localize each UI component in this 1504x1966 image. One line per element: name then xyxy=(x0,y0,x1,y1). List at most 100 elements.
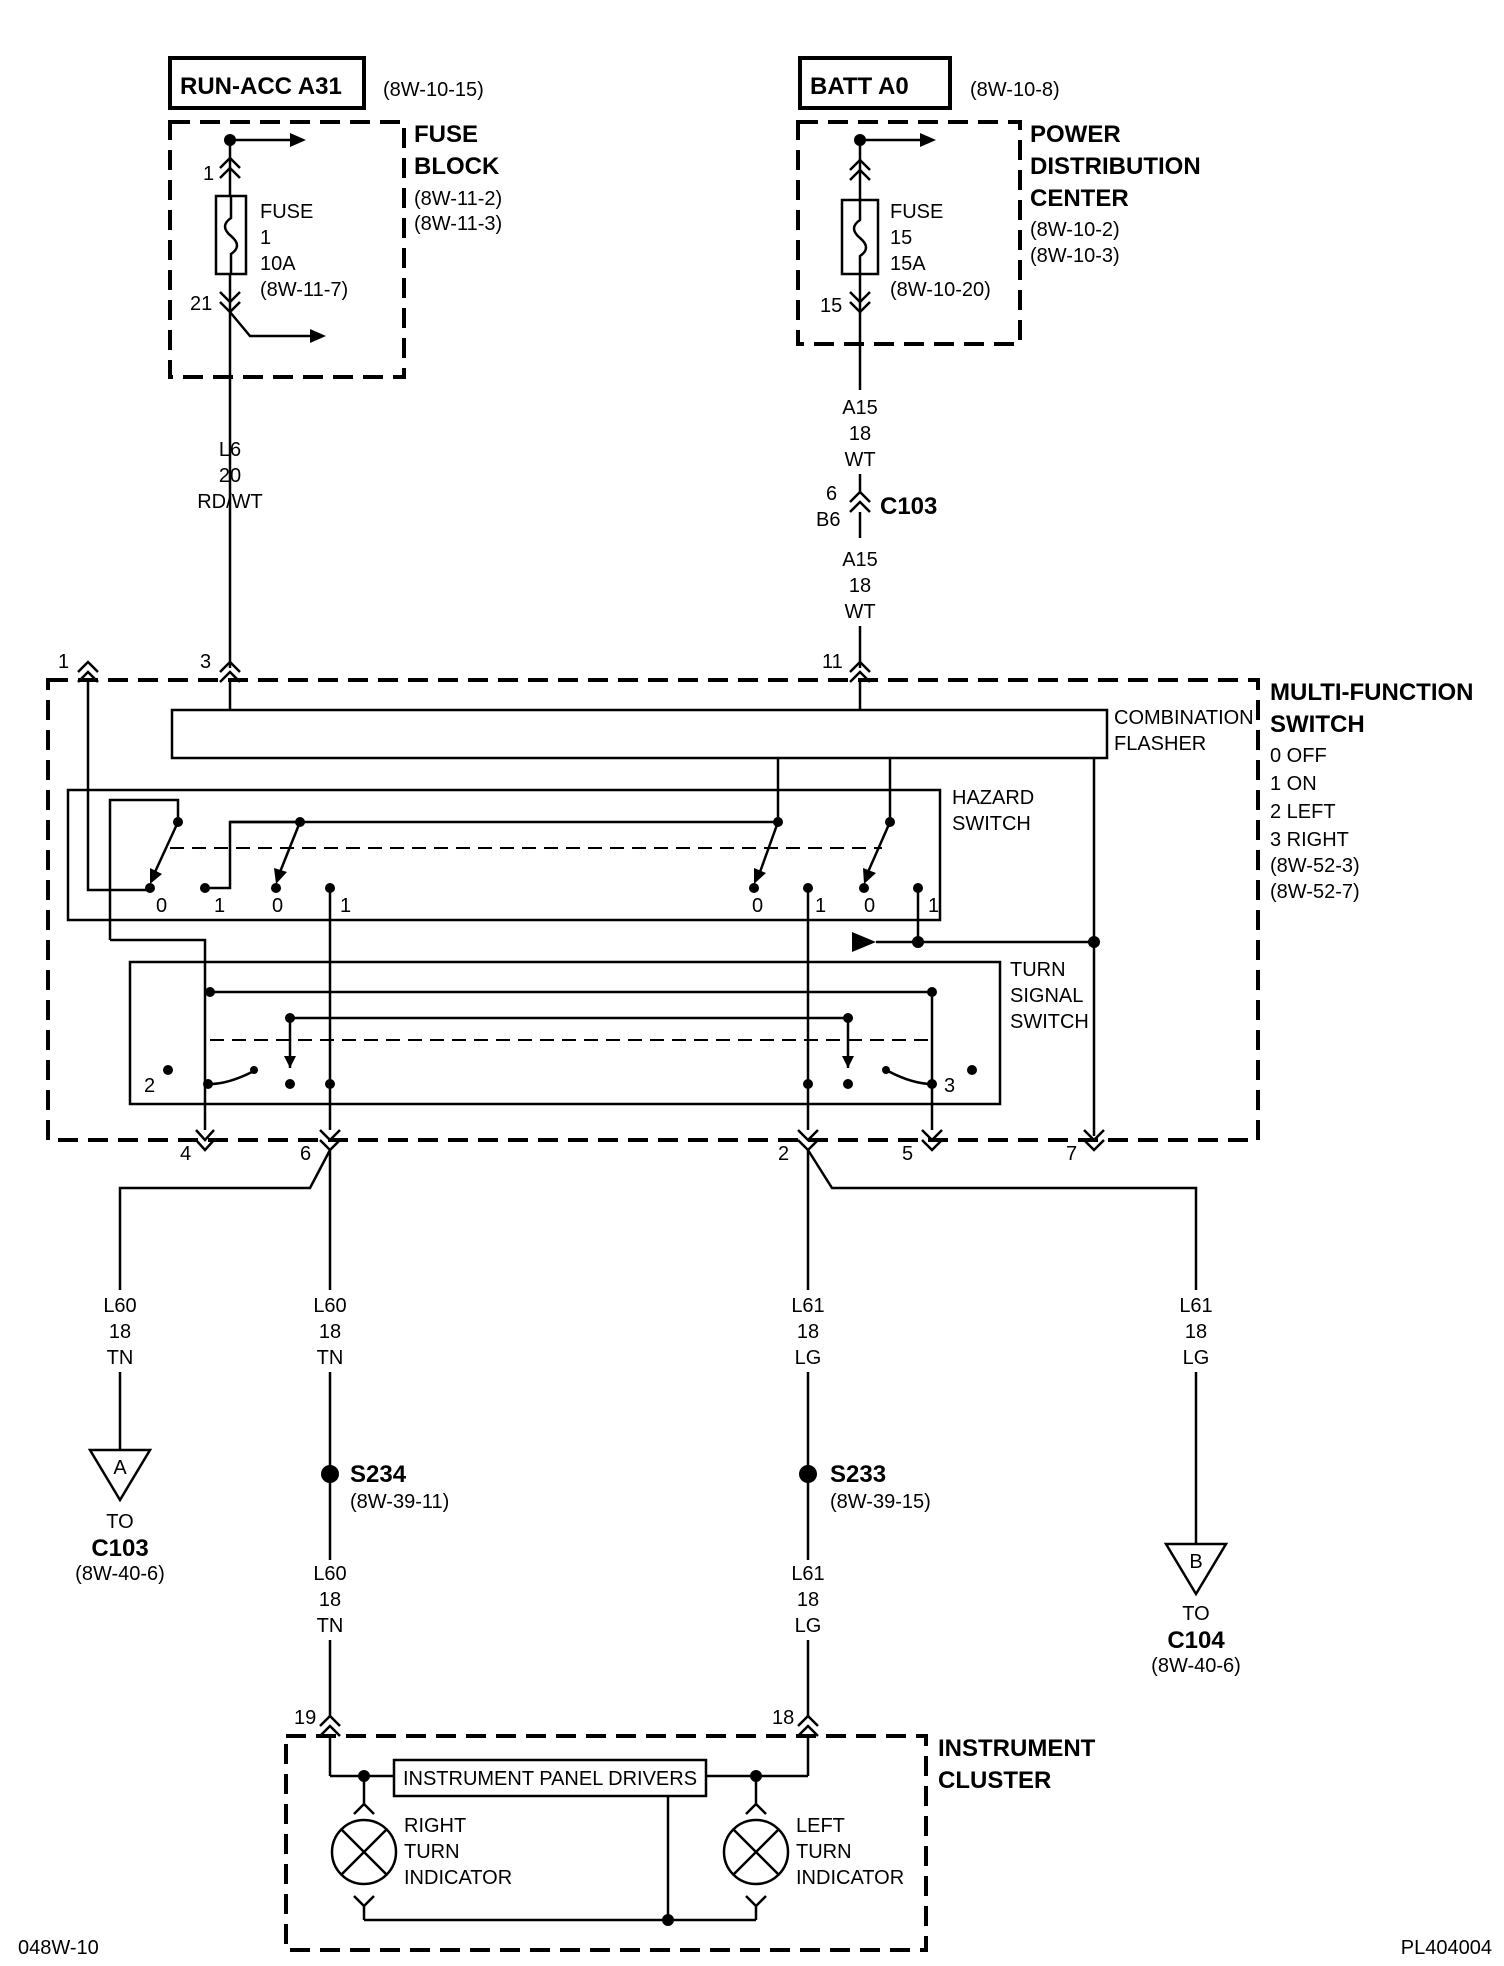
c103-pin-top: 6 xyxy=(826,483,837,505)
wire-l60-left-gauge: 18 xyxy=(109,1321,131,1343)
cluster-pin-19: 19 xyxy=(294,1707,316,1729)
wire-l60-mid-circuit: L60 xyxy=(313,1295,346,1317)
combination-flasher-box xyxy=(170,708,1109,760)
pdc-ref-2: (8W-10-3) xyxy=(1030,245,1120,267)
run-acc-source-label: RUN-ACC A31 xyxy=(180,73,342,100)
cluster-title-line2: CLUSTER xyxy=(938,1767,1051,1794)
splice-s233-ref: (8W-39-15) xyxy=(830,1491,931,1513)
splice-s233 xyxy=(799,1465,817,1483)
mfs-pin-1: 1 xyxy=(58,651,69,673)
wire-l60-lower-color: TN xyxy=(317,1615,344,1637)
fuse-block-title-line2: BLOCK xyxy=(414,153,500,180)
mfs-pin-6: 6 xyxy=(300,1143,311,1165)
fuse-1-ref: (8W-11-7) xyxy=(260,279,348,301)
fuse-1-number: 1 xyxy=(260,227,271,249)
hazard-switch-box xyxy=(66,788,942,922)
left-indicator-line1: LEFT xyxy=(796,1815,845,1837)
fuse-block-ref-2: (8W-11-3) xyxy=(414,213,502,235)
wire-l60-lower-circuit: L60 xyxy=(313,1563,346,1585)
mfs-outline xyxy=(46,678,1260,1142)
hazard-pos-0a: 0 xyxy=(156,895,167,917)
connector-a-to: TO xyxy=(106,1511,133,1533)
mfs-pin-7: 7 xyxy=(1066,1143,1077,1165)
fuse1-pin-out: 21 xyxy=(190,293,212,315)
pdc-box xyxy=(796,120,1022,346)
instrument-panel-drivers-box xyxy=(392,1758,708,1798)
fuse-block-box xyxy=(168,120,406,379)
turn-signal-switch-box xyxy=(128,960,1002,1106)
right-indicator-line3: INDICATOR xyxy=(404,1867,512,1889)
wire-l6-color: RD/WT xyxy=(197,491,263,513)
mfs-legend-0: 0 OFF xyxy=(1270,745,1327,767)
hazard-pos-1d: 1 xyxy=(928,895,939,917)
wire-l6-circuit: L6 xyxy=(219,439,241,461)
pdc-title-line2: DISTRIBUTION xyxy=(1030,153,1201,180)
wire-l60-left xyxy=(118,1149,332,1290)
splice-s234 xyxy=(321,1465,339,1483)
fuse1-pin-in: 1 xyxy=(203,163,214,185)
wire-l61-right-gauge: 18 xyxy=(1185,1321,1207,1343)
wire-l6-gauge: 20 xyxy=(219,465,241,487)
pdc-title-line1: POWER xyxy=(1030,121,1121,148)
left-turn-indicator-lamp xyxy=(722,1818,790,1886)
fuse-15-number: 15 xyxy=(890,227,912,249)
fuse-1-rating: 10A xyxy=(260,253,296,275)
fuse15-pin-out: 15 xyxy=(820,295,842,317)
turn-label-line2: SIGNAL xyxy=(1010,985,1083,1007)
wire-l61-lower-color: LG xyxy=(795,1615,822,1637)
connector-b-ref: (8W-40-6) xyxy=(1151,1655,1241,1677)
batt-source-label: BATT A0 xyxy=(810,73,909,100)
flasher-label-line1: COMBINATION xyxy=(1114,707,1254,729)
left-indicator-line2: TURN xyxy=(796,1841,852,1863)
batt-source-box xyxy=(798,56,952,110)
c103-pin-bottom: B6 xyxy=(816,509,840,531)
turn-label-line3: SWITCH xyxy=(1010,1011,1089,1033)
wire-l61-lower-circuit: L61 xyxy=(791,1563,824,1585)
splice-s234-name: S234 xyxy=(350,1461,407,1488)
wire-a15-upper-circuit: A15 xyxy=(842,397,878,419)
connector-b-name: C104 xyxy=(1167,1627,1225,1654)
wire-l61-right-circuit: L61 xyxy=(1179,1295,1212,1317)
wire-l60-lower-gauge: 18 xyxy=(319,1589,341,1611)
fuse-15-ref: (8W-10-20) xyxy=(890,279,991,301)
hazard-label-line1: HAZARD xyxy=(952,787,1034,809)
wire-a15-lower-gauge: 18 xyxy=(849,575,871,597)
run-acc-source-box xyxy=(168,56,366,110)
mfs-title-line1: MULTI-FUNCTION xyxy=(1270,679,1474,706)
fuse-15-label: FUSE xyxy=(890,201,943,223)
connector-b-triangle xyxy=(1163,1542,1229,1597)
fuse-block-output-arrowhead xyxy=(310,329,326,343)
fuse-block-ref-1: (8W-11-2) xyxy=(414,188,502,210)
right-indicator-line2: TURN xyxy=(404,1841,460,1863)
pdc-title-line3: CENTER xyxy=(1030,185,1129,212)
wire-a15-upper-gauge: 18 xyxy=(849,423,871,445)
left-indicator-line3: INDICATOR xyxy=(796,1867,904,1889)
c103-connector-name: C103 xyxy=(880,493,937,520)
mfs-pin-11: 11 xyxy=(822,651,843,673)
connector-b-to: TO xyxy=(1182,1603,1209,1625)
instrument-panel-drivers-label: INSTRUMENT PANEL DRIVERS xyxy=(403,1768,697,1790)
fuse-1-label: FUSE xyxy=(260,201,313,223)
run-acc-section: RUN-ACC A31 (8W-10-15) FUSE BLOCK (8W-11… xyxy=(168,56,502,668)
turn-pos-2: 2 xyxy=(144,1075,155,1097)
hazard-pos-0b: 0 xyxy=(272,895,283,917)
cluster-pin-18: 18 xyxy=(772,1707,794,1729)
cluster-outline xyxy=(284,1734,928,1952)
run-acc-source-ref: (8W-10-15) xyxy=(383,79,484,101)
connector-a-ref: (8W-40-6) xyxy=(75,1563,165,1585)
mfs-pin-4: 4 xyxy=(180,1143,191,1165)
cluster-title-line1: INSTRUMENT xyxy=(938,1735,1096,1762)
hazard-pos-0d: 0 xyxy=(864,895,875,917)
pdc-bus-arrowhead xyxy=(920,133,936,147)
wire-a15-lower-circuit: A15 xyxy=(842,549,878,571)
hazard-pos-0c: 0 xyxy=(752,895,763,917)
wire-l61-right xyxy=(806,1149,1198,1290)
lower-wiring: L60 18 TN A TO C103 (8W-40-6) L60 18 TN … xyxy=(75,1149,1241,1716)
splice-s233-name: S233 xyxy=(830,1461,886,1488)
hazard-pos-1c: 1 xyxy=(815,895,826,917)
mfs-legend-4: (8W-52-3) xyxy=(1270,855,1360,877)
turn-label-line1: TURN xyxy=(1010,959,1066,981)
wire-a15-lower-color: WT xyxy=(844,601,875,623)
wire-l61-mid-gauge: 18 xyxy=(797,1321,819,1343)
